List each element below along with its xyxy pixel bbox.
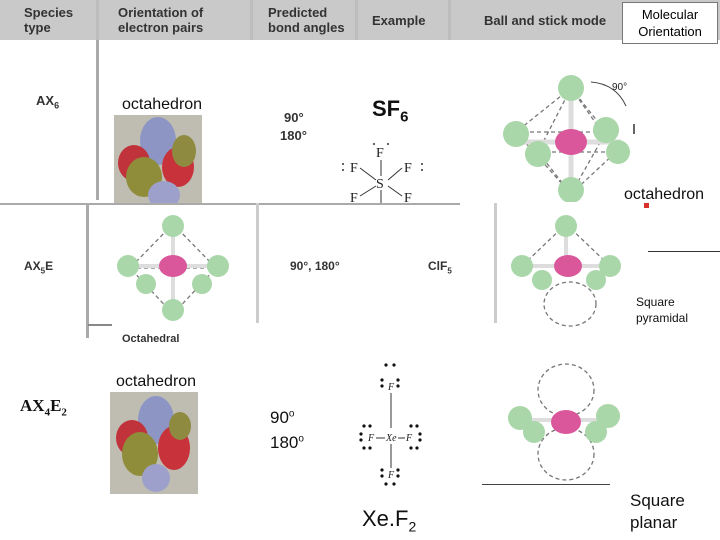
header-angles-line2: bond angles	[268, 20, 345, 35]
lewis-center-atom: S	[376, 177, 384, 192]
row3-example-main: Xe.F	[362, 506, 409, 531]
row1-species-main: AX	[36, 93, 55, 108]
balloon-octahedron-model	[118, 117, 196, 205]
row2-ball-stick-square-pyramid	[511, 215, 621, 327]
row1-balloon-photo	[114, 115, 202, 205]
row2-angles: 90°, 180°	[290, 259, 340, 273]
row3-angle1-sup: o	[288, 408, 295, 420]
row3-species-sub1: 4	[44, 406, 51, 419]
corner-label-line2: Orientation	[638, 24, 702, 39]
row3-example-sub: 2	[408, 518, 417, 535]
lewis-xe-atom: Xe	[385, 433, 397, 444]
row2-shape-line1: Square	[636, 295, 675, 309]
row3-angle-1: 90o	[270, 408, 294, 428]
svg-text:F: F	[404, 161, 412, 176]
row2-example: ClF5	[428, 259, 452, 275]
row1-example-main: SF	[372, 96, 401, 121]
row1-divider	[96, 40, 99, 200]
row3-angle-2: 180o	[270, 433, 304, 453]
row3-ball-stick-square-planar	[508, 363, 620, 481]
row1-example: SF6	[372, 96, 408, 125]
row2-divider-2	[256, 203, 259, 323]
row1-orientation: octahedron	[122, 96, 203, 113]
corner-label-line1: Molecular	[641, 7, 699, 22]
header-species-type: Species type	[24, 0, 94, 40]
svg-text:F: F	[387, 382, 395, 393]
row2-species-main: AX	[24, 259, 41, 273]
row2-species-tail: E	[45, 259, 54, 273]
row1-angle-2: 180°	[280, 128, 307, 143]
row2-shape-line2: pyramidal	[636, 311, 689, 325]
row3-angle1-main: 90	[270, 408, 289, 427]
row2-divider-3	[494, 203, 497, 323]
header-angles-line1: Predicted	[268, 5, 328, 20]
row2-top-line	[0, 203, 460, 205]
svg-text:F: F	[376, 146, 384, 161]
row3-shape-line1: Square	[630, 491, 685, 510]
row2-octahedral-orientation-model	[117, 215, 229, 321]
header-ball-stick: Ball and stick mode	[484, 13, 607, 28]
row1-example-sub: 6	[400, 108, 409, 126]
row3-base-line	[482, 484, 610, 485]
row1-ball-stick-octahedron: 90°	[503, 75, 635, 202]
row2-species-sub: 5	[40, 266, 46, 276]
svg-text:F: F	[350, 161, 358, 176]
header-divider-1	[96, 0, 99, 40]
header-orientation-line1: Orientation of	[118, 5, 204, 20]
balloon-octahedron-model-2	[116, 396, 191, 492]
svg-text:F: F	[387, 470, 395, 481]
row1-species-sub: 6	[54, 100, 60, 111]
row1-shape: octahedron	[624, 186, 705, 203]
header-orientation: Orientation of electron pairs	[118, 0, 248, 40]
row3-species-b: E	[50, 396, 62, 415]
molecular-orientation-label: Molecular Orientation	[622, 2, 718, 44]
header-species-line1: Species	[24, 5, 74, 20]
row2-example-sub: 5	[447, 266, 452, 276]
row2-species: AX5E	[24, 259, 53, 275]
row2-shape: Square pyramidal	[636, 294, 688, 326]
header-example: Example	[372, 13, 426, 28]
header-divider-2	[250, 0, 253, 40]
row3-balloon-photo	[110, 392, 198, 494]
svg-text:F: F	[367, 433, 375, 444]
row3-angle2-main: 180	[270, 433, 299, 452]
header-species-line2: type	[24, 20, 51, 35]
table-header	[0, 0, 720, 40]
xef2-lewis-structure: F F Xe F F	[359, 363, 422, 486]
row1-species: AX6	[36, 93, 59, 111]
row2-example-main: ClF	[428, 259, 448, 273]
red-mark	[644, 203, 649, 208]
row2-caption-line	[88, 324, 112, 326]
row3-shape: Square planar	[630, 490, 685, 534]
header-divider-3	[355, 0, 358, 40]
angle-mark-90: 90°	[612, 82, 627, 93]
row2-orientation-caption: Octahedral	[122, 333, 180, 345]
row3-species: AX4E2	[20, 396, 67, 418]
svg-text:F: F	[404, 191, 412, 204]
row3-angle2-sup: o	[298, 433, 304, 445]
row3-example: Xe.F2	[362, 506, 416, 534]
row3-species-a: AX	[20, 396, 45, 415]
svg-text:F: F	[350, 191, 358, 204]
row1-angle-1: 90°	[284, 110, 304, 125]
row2-right-line	[648, 251, 720, 252]
row3-species-sub2: 2	[61, 406, 67, 419]
header-angles: Predicted bond angles	[268, 0, 368, 40]
sf6-lewis-structure: S F F F F F	[342, 143, 423, 204]
row3-shape-line2: planar	[630, 513, 678, 532]
header-divider-4	[448, 0, 451, 40]
svg-text:F: F	[405, 433, 413, 444]
header-orientation-line2: electron pairs	[118, 20, 204, 35]
row3-orientation: octahedron	[116, 373, 197, 390]
row2-divider-1	[86, 203, 89, 338]
